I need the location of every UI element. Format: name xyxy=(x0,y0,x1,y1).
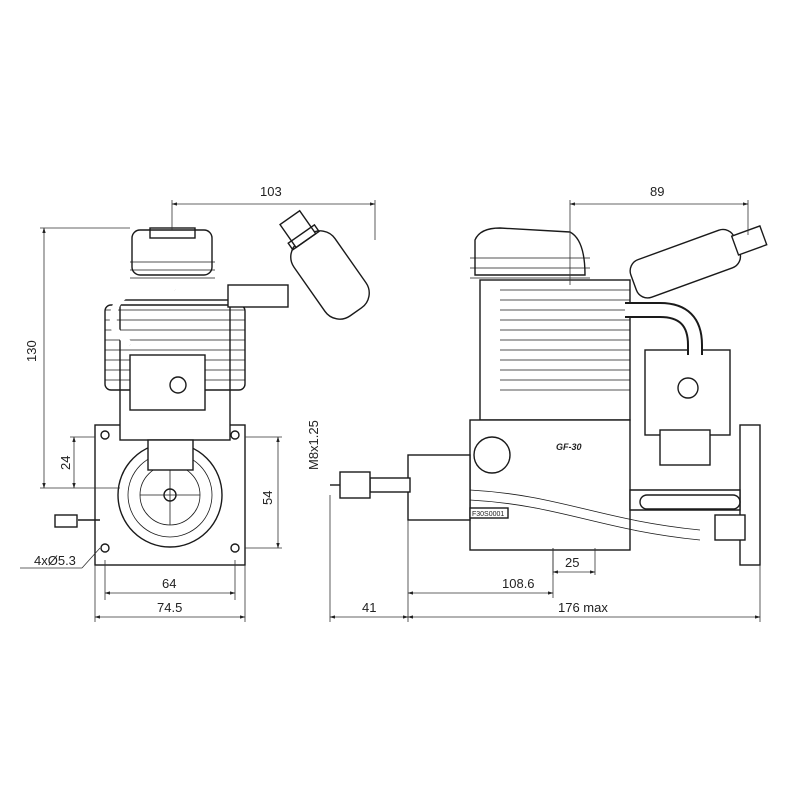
dim-89: 89 xyxy=(650,184,664,199)
dim-41: 41 xyxy=(362,600,376,615)
side-mount-plate xyxy=(739,424,761,566)
mount-hole xyxy=(100,430,110,440)
mount-hole xyxy=(230,430,240,440)
model-label: GF-30 xyxy=(556,442,582,452)
prop-driver xyxy=(407,454,471,521)
dim-64: 64 xyxy=(162,576,176,591)
dim-25: 25 xyxy=(565,555,579,570)
side-view: F30S0001 GF-30 xyxy=(330,225,768,566)
side-crankcase xyxy=(469,419,631,551)
side-head xyxy=(474,227,586,276)
front-muffler xyxy=(279,209,370,320)
side-cooling-fins xyxy=(500,289,630,391)
dim-74-5: 74.5 xyxy=(157,600,182,615)
dim-130: 130 xyxy=(24,340,39,362)
dimensions: 103 89 130 24 54 M8x1.25 4xØ5.3 64 xyxy=(20,184,761,622)
dim-24: 24 xyxy=(58,456,73,470)
mount-hole xyxy=(230,543,240,553)
prop-nut xyxy=(339,471,371,499)
side-carburetor xyxy=(644,349,731,436)
dim-108-6: 108.6 xyxy=(502,576,535,591)
side-muffler xyxy=(629,225,768,299)
dim-thread: M8x1.25 xyxy=(306,420,321,470)
dim-holes: 4xØ5.3 xyxy=(34,553,76,568)
dim-54: 54 xyxy=(260,491,275,505)
serial-label: F30S0001 xyxy=(472,511,504,518)
mount-hole xyxy=(100,543,110,553)
dim-176: 176 max xyxy=(558,600,608,615)
exhaust-header xyxy=(227,284,289,308)
front-head-cover xyxy=(131,229,213,276)
front-carburetor xyxy=(129,354,206,411)
dim-103: 103 xyxy=(260,184,282,199)
front-view xyxy=(54,209,370,566)
